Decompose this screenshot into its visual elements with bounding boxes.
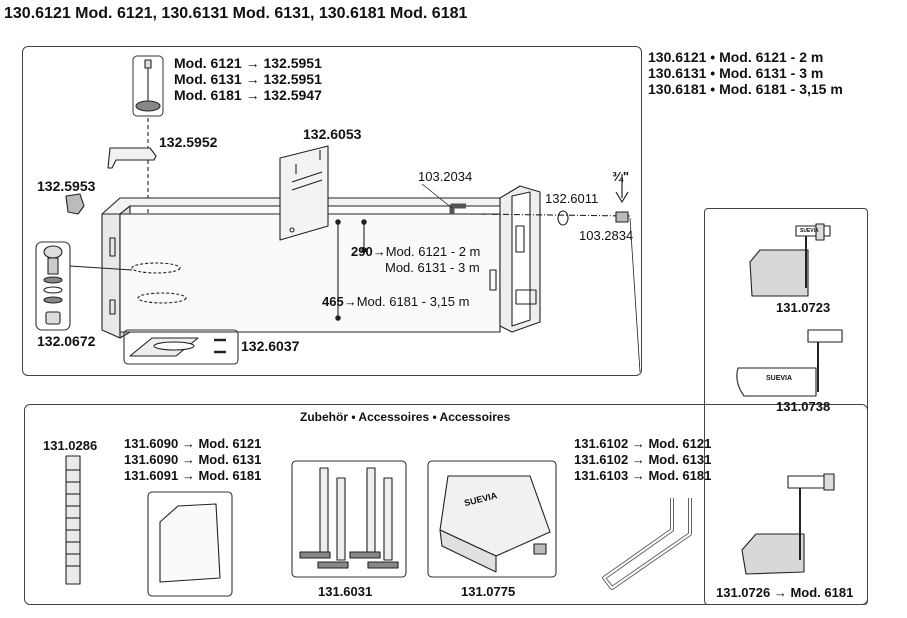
legs-label: 131.6031 bbox=[318, 584, 373, 599]
legs-icon bbox=[299, 467, 399, 569]
valve-shroud-icon-2 bbox=[736, 329, 843, 397]
cover-plate-icon bbox=[159, 503, 221, 583]
valve-label-3: 131.0726 → Mod. 6181 bbox=[716, 585, 854, 600]
inlet-size-label: ¾" bbox=[612, 169, 630, 184]
bracket-icon bbox=[107, 147, 157, 169]
main-diagram-panel bbox=[22, 46, 642, 376]
dimension-lines bbox=[335, 219, 367, 321]
hood-icon bbox=[439, 475, 551, 573]
cover-code: 131.6090 → Mod. 6121 bbox=[124, 436, 262, 451]
clip-icon bbox=[65, 193, 85, 215]
hose-label: 131.0286 bbox=[43, 438, 98, 453]
valve-shroud-icon-3 bbox=[741, 473, 835, 575]
plate-label: 132.6053 bbox=[303, 126, 362, 142]
cover-codes: 131.6090 → Mod. 6121 131.6090 → Mod. 613… bbox=[124, 436, 261, 484]
brand-label-1: SUEVIA bbox=[800, 228, 819, 234]
cover-code: 131.6090 → Mod. 6131 bbox=[124, 452, 262, 467]
hood-frame bbox=[427, 460, 557, 578]
heater-icon bbox=[602, 498, 692, 590]
heater-codes: 131.6102 → Mod. 6121 131.6102 → Mod. 613… bbox=[574, 436, 711, 484]
base-plate-icon bbox=[123, 329, 239, 365]
legs-frame bbox=[291, 460, 407, 578]
heater-code: 131.6102 → Mod. 6121 bbox=[574, 436, 712, 451]
dimension-290-line2: Mod. 6131 - 3 m bbox=[385, 260, 480, 275]
brand-label-2: SUEVIA bbox=[766, 375, 792, 382]
dimension-465-text: →Mod. 6181 - 3,15 m bbox=[343, 294, 470, 309]
dimension-290: 290→Mod. 6121 - 2 m bbox=[351, 245, 480, 258]
base-plate-label: 132.6037 bbox=[241, 338, 300, 354]
heater-code: 131.6102 → Mod. 6131 bbox=[574, 452, 712, 467]
dimension-290-value: 290 bbox=[351, 244, 373, 259]
nipple-label: 103.2834 bbox=[579, 228, 634, 243]
drain-kit-label: 132.0672 bbox=[37, 333, 96, 349]
bracket-label: 132.5952 bbox=[159, 134, 218, 150]
float-valve-code: Mod. 6131 → 132.5951 bbox=[174, 71, 322, 87]
model-list: 130.6121 • Mod. 6121 - 2 m 130.6131 • Mo… bbox=[648, 49, 843, 97]
clip-label: 132.5953 bbox=[37, 178, 96, 194]
float-valve-codes: Mod. 6121 → 132.5951 Mod. 6131 → 132.595… bbox=[174, 55, 322, 103]
hose-icon bbox=[65, 455, 81, 585]
cover-code: 131.6091 → Mod. 6181 bbox=[124, 468, 262, 483]
page-title: 130.6121 Mod. 6121, 130.6131 Mod. 6131, … bbox=[4, 5, 468, 22]
washer-label: 132.6011 bbox=[545, 191, 599, 206]
float-valve-code: Mod. 6121 → 132.5951 bbox=[174, 55, 322, 71]
valve-label-1: 131.0723 bbox=[776, 300, 831, 315]
elbow-label: 103.2034 bbox=[418, 169, 473, 184]
inlet-pipe-icon bbox=[449, 174, 641, 373]
accessories-heading: Zubehör • Accessoires • Accessoires bbox=[300, 410, 511, 424]
dimension-290-text: →Mod. 6121 - 2 m bbox=[372, 244, 481, 259]
drain-kit-icon bbox=[35, 241, 71, 331]
dimension-465-value: 465 bbox=[322, 294, 344, 309]
mounting-plate-icon bbox=[279, 145, 329, 241]
float-valve-icon bbox=[132, 55, 164, 117]
accessories-panel bbox=[24, 404, 868, 605]
float-valve-code: Mod. 6181 → 132.5947 bbox=[174, 87, 322, 103]
model-list-item: 130.6121 • Mod. 6121 - 2 m bbox=[648, 49, 824, 65]
dimension-465: 465→Mod. 6181 - 3,15 m bbox=[322, 295, 469, 308]
hood-label: 131.0775 bbox=[461, 584, 516, 599]
valve-shroud-icon-1 bbox=[749, 223, 831, 297]
cover-frame bbox=[147, 491, 233, 597]
heater-code: 131.6103 → Mod. 6181 bbox=[574, 468, 712, 483]
model-list-item: 130.6181 • Mod. 6181 - 3,15 m bbox=[648, 81, 843, 97]
valve-label-2: 131.0738 bbox=[776, 399, 831, 414]
model-list-item: 130.6131 • Mod. 6131 - 3 m bbox=[648, 65, 824, 81]
